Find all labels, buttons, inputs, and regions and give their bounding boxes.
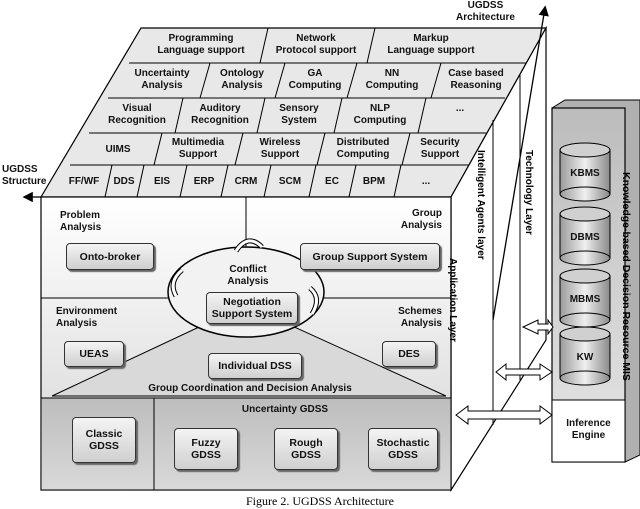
individual-dss-box: Individual DSS [208,353,302,379]
kbms-cylinder [559,142,611,202]
ueas-box: UEAS [64,341,124,367]
top-cell: SCM [278,176,302,187]
top-cell: ERP [193,176,215,187]
mbms-cylinder [559,268,611,328]
top-cell: ... [455,103,465,114]
top-cell: EIS [153,176,171,187]
kw-label: KW [576,352,594,363]
des-box: DES [382,341,436,367]
top-cell: BPM [362,176,386,187]
top-cell: DDS [113,176,135,187]
dbms-cylinder [559,206,611,266]
coordination-triangle [51,304,447,397]
group-coordination-label: Group Coordination and Decision Analysis [148,383,352,394]
double-arrow-mid [495,362,553,382]
top-cell: CRM [234,176,258,187]
technology-layer-label: Technology Layer [523,150,534,235]
uncertainty-gdss-label: Uncertainty GDSS [241,404,329,415]
double-arrow-bottom [455,405,553,425]
dbms-label: DBMS [570,232,600,243]
double-arrow-top [521,318,554,336]
kw-cylinder [559,326,611,386]
mbms-label: MBMS [569,294,601,305]
resource-mis-title: Knowledge-based Decision Resource MIS [620,172,632,381]
top-cell: EC [325,176,339,187]
top-cell: UIMS [105,144,131,155]
top-cell: ... [421,176,431,187]
onto-broker-box: Onto-broker [66,243,154,270]
kbms-label: KBMS [570,168,600,179]
intelligent-agents-layer-label: Intelligent Agents layer [475,150,486,260]
figure-caption: Figure 2. UGDSS Architecture [246,494,394,508]
top-cell: FF/WF [68,176,100,187]
application-layer-label: Application Layer [447,258,458,342]
group-support-system-box: Group Support System [300,243,440,270]
